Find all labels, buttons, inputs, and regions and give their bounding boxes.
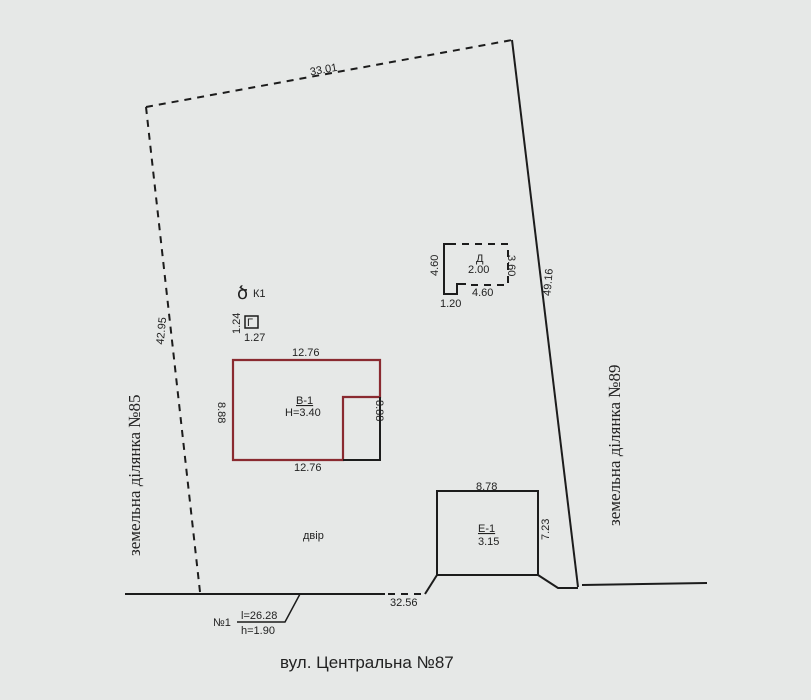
building-b [231,358,382,462]
building-b-bottom: 12.76 [294,462,322,474]
building-g-height: 1.24 [231,313,243,334]
building-g-label: Г [247,317,253,329]
boundary-segment [424,574,438,595]
building-b-left: 8.88 [215,402,227,423]
boundary-bottom-label: 32.56 [390,597,418,609]
fence-height: h=1.90 [241,625,275,637]
building-e [436,490,539,576]
building-e-height: 3.15 [478,536,499,548]
boundary-segment [537,574,578,589]
building-b-annex [343,397,381,461]
building-e-right: 7.23 [540,519,552,540]
yard-label: двір [303,530,324,542]
building-d-dashed [462,243,509,286]
fence-leader [237,593,301,623]
fence-length: l=26.28 [241,610,277,622]
boundary-top-label: 33.01 [309,62,338,79]
building-g-width: 1.27 [244,332,265,344]
boundary-left [145,106,201,593]
building-d-bottom: 4.60 [472,287,493,299]
building-b-top: 12.76 [292,347,320,359]
building-e-top: 8.78 [476,481,497,493]
building-e-label: Е-1 [478,523,495,535]
street-label: вул. Центральна №87 [280,653,454,672]
well-label: К1 [253,288,266,300]
boundary-left-label: 42.95 [154,317,169,346]
building-d-label: Д [476,253,484,265]
building-d-left: 4.60 [429,255,441,276]
neighbor-right-label: земельна ділянка №89 [605,365,624,526]
building-d-height: 2.00 [468,264,489,276]
well-icon: ծ [237,283,248,303]
building-b-right: 8.88 [373,400,385,421]
neighbor-line [581,582,708,586]
building-g [244,315,259,329]
boundary-right [511,39,579,588]
building-d-solid [443,243,456,281]
building-d-right: 3.60 [505,255,517,276]
building-b-label: В-1 [296,395,313,407]
boundary-right-label: 49.16 [541,268,555,296]
neighbor-left-label: земельна ділянка №85 [125,395,144,556]
fence-number: №1 [213,617,231,629]
boundary-top [145,39,513,108]
building-d-solid [443,281,466,295]
building-d-notch: 1.20 [440,298,461,310]
building-b-height: Н=3.40 [285,407,321,419]
